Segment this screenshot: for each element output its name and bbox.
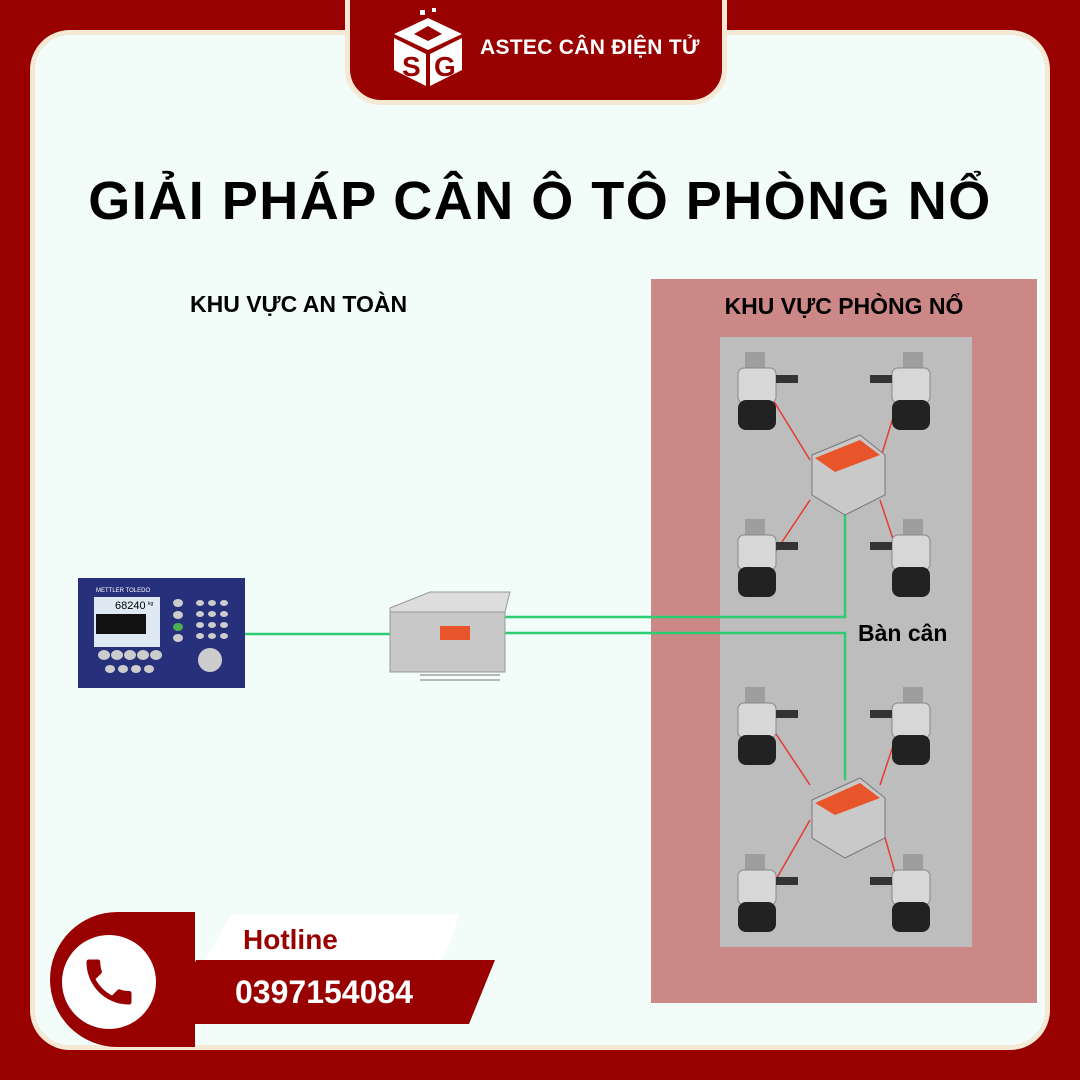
weighing-indicator: METTLER TOLEDO 68240 kg <box>78 578 245 688</box>
indicator-reading: 68240 <box>115 600 146 612</box>
cables <box>245 500 847 780</box>
hotline-label: Hotline <box>243 924 338 955</box>
platform-label: Bàn cân <box>858 620 948 646</box>
hotline-number[interactable]: 0397154084 <box>235 974 413 1010</box>
indicator-brand: METTLER TOLEDO <box>96 588 150 594</box>
safety-barrier-icon <box>389 591 511 681</box>
brand-name: ASTEC CÂN ĐIỆN TỬ <box>480 35 700 59</box>
indicator-unit: kg <box>148 601 154 607</box>
svg-text:G: G <box>434 51 456 82</box>
brand-header: S G ASTEC CÂN ĐIỆN TỬ <box>345 0 727 105</box>
svg-text:S: S <box>402 51 421 82</box>
load-cells <box>737 351 931 933</box>
hazard-zone-label: KHU VỰC PHÒNG NỔ <box>724 293 964 319</box>
safe-zone-label: KHU VỰC AN TOÀN <box>190 291 408 317</box>
astec-logo-icon: S G <box>394 7 462 86</box>
phone-icon <box>62 935 156 1029</box>
junction-box-icon <box>811 434 886 516</box>
load-cell-icon <box>737 352 798 430</box>
junction-box-icon <box>811 777 886 859</box>
page-title: GIẢI PHÁP CÂN Ô TÔ PHÒNG NỔ <box>88 171 992 231</box>
